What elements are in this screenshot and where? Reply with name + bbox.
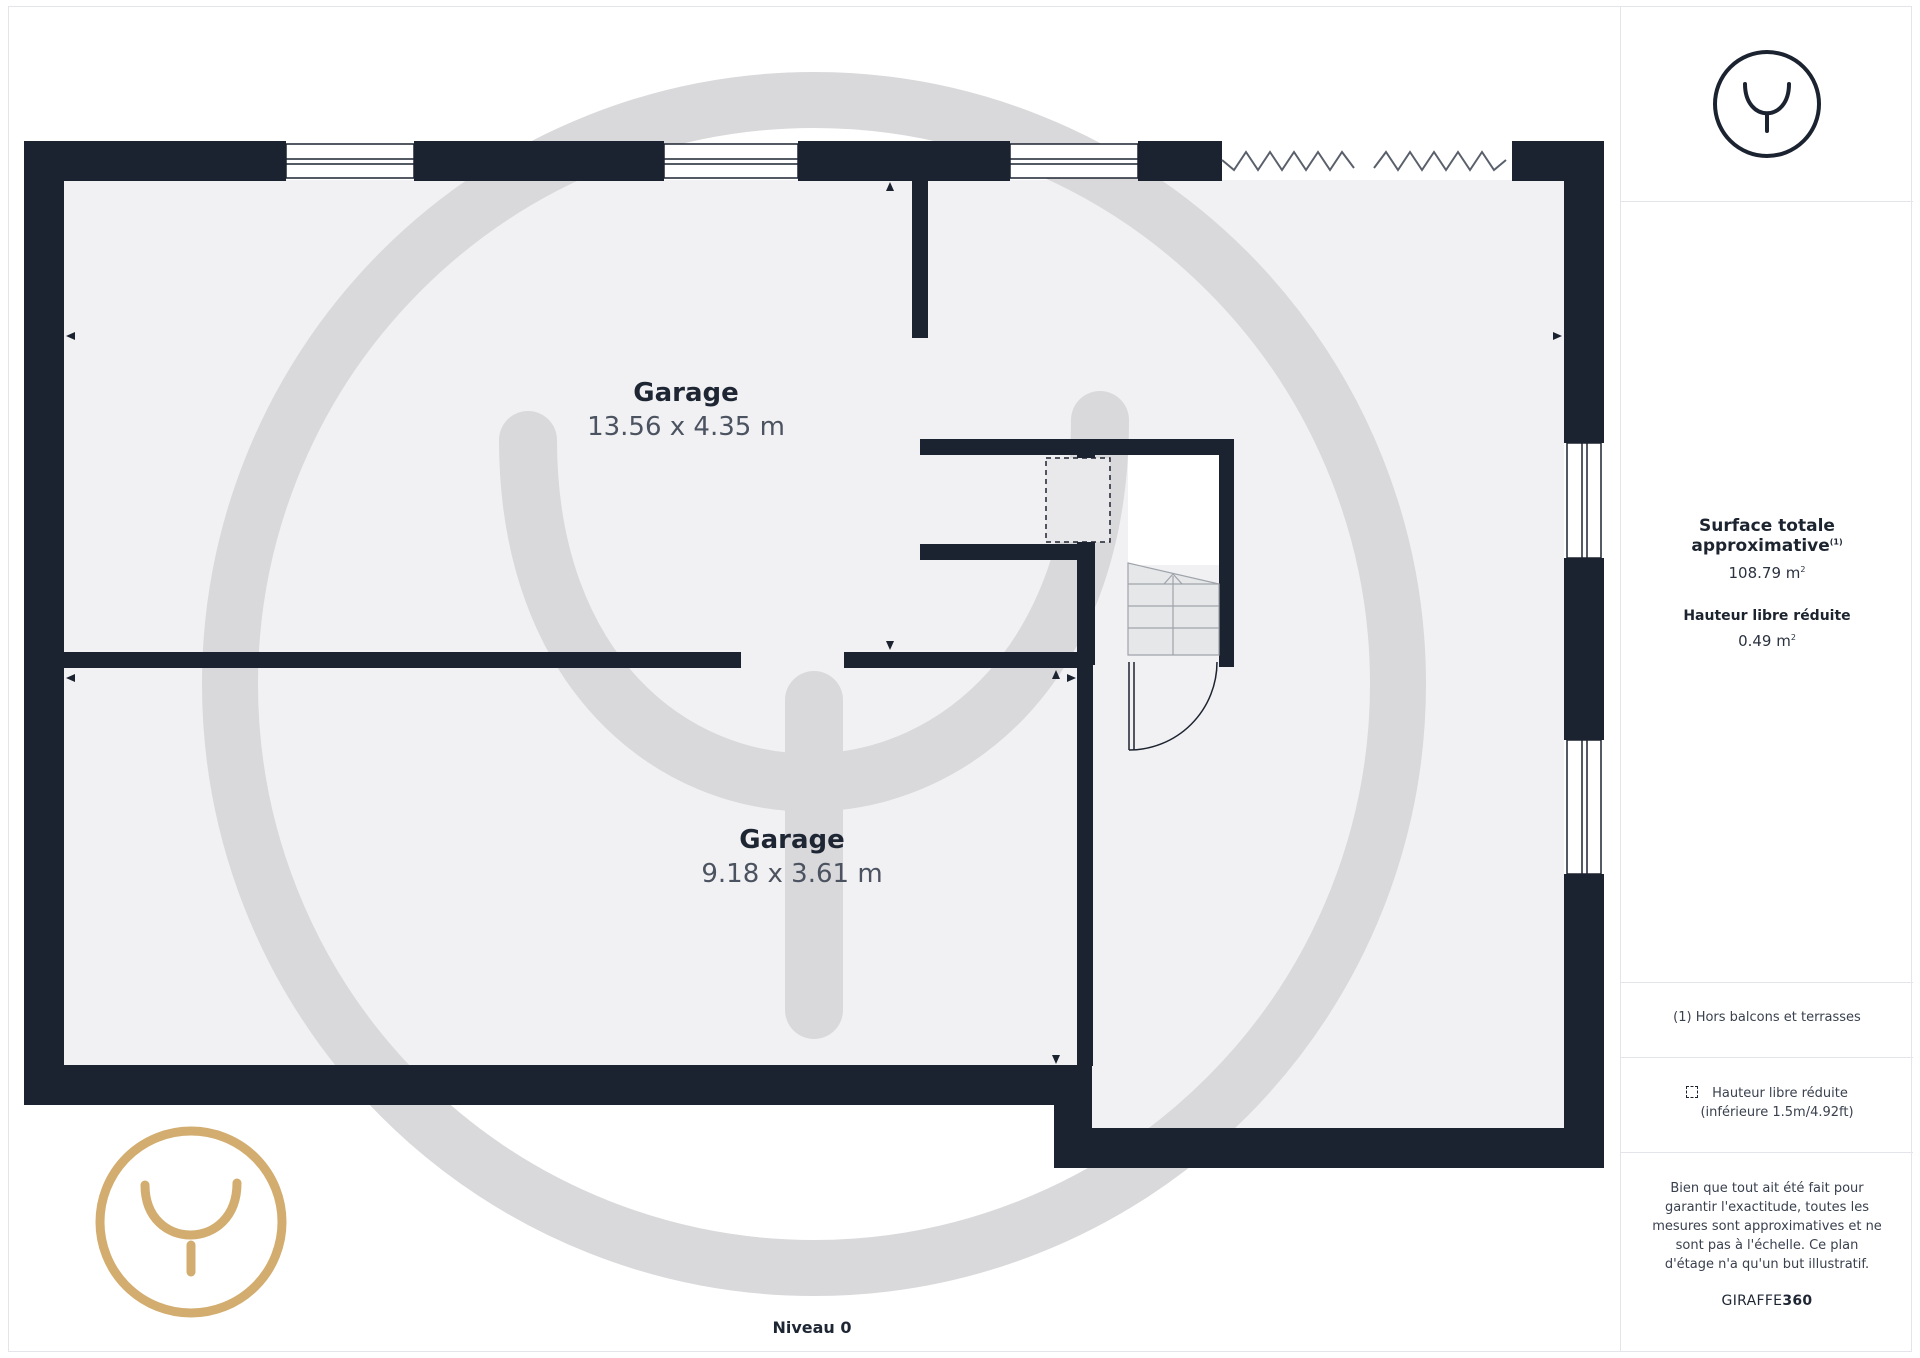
watermark-logo-icon <box>202 72 1426 1296</box>
legend-line2: (inférieure 1.5m/4.92ft) <box>1700 1105 1854 1120</box>
surface-section: Surface totale approximative(1) 108.79 m… <box>1621 516 1913 650</box>
level-label: Niveau 0 <box>772 1318 852 1337</box>
brand-name: GIRAFFE360 <box>1721 1293 1813 1309</box>
info-panel: Surface totale approximative(1) 108.79 m… <box>1620 7 1913 1351</box>
dimension-markers <box>66 182 1562 1064</box>
legend-line1: Hauteur libre réduite <box>1621 1084 1913 1103</box>
gold-logo-icon <box>95 1126 287 1318</box>
panel-divider <box>1621 1152 1913 1153</box>
room-name: Garage <box>739 825 845 855</box>
page-frame <box>8 6 1912 1352</box>
panel-divider <box>1621 1057 1913 1058</box>
panel-divider <box>1621 201 1913 202</box>
door-swing <box>1128 661 1218 751</box>
height-value: 0.49 m2 <box>1738 632 1796 650</box>
legend: Hauteur libre réduite (inférieure 1.5m/4… <box>1621 1084 1913 1122</box>
staircase <box>1127 562 1220 656</box>
reduced-height-legend-icon <box>1686 1086 1699 1098</box>
room-label-garage-2: Garage 9.18 x 3.61 m <box>701 825 882 889</box>
stair-opening <box>1128 455 1219 565</box>
folding-door <box>1221 150 1507 172</box>
room-dimensions: 9.18 x 3.61 m <box>701 859 883 889</box>
surface-value: 108.79 m2 <box>1728 564 1806 582</box>
disclaimer: Bien que tout ait été fait pour garantir… <box>1652 1181 1882 1272</box>
floor-plan <box>24 72 1604 1318</box>
room-dimensions: 13.56 x 4.35 m <box>587 412 785 442</box>
giraffe360-logo-icon <box>1713 50 1821 158</box>
reduced-height-area <box>1045 457 1111 543</box>
footnote: (1) Hors balcons et terrasses <box>1673 1010 1861 1025</box>
room-name: Garage <box>633 378 739 408</box>
surface-title: Surface totale approximative(1) <box>1691 516 1843 556</box>
room-label-garage-1: Garage 13.56 x 4.35 m <box>587 378 785 442</box>
panel-divider <box>1621 982 1913 983</box>
windows <box>285 143 1602 875</box>
height-title: Hauteur libre réduite <box>1683 608 1851 624</box>
